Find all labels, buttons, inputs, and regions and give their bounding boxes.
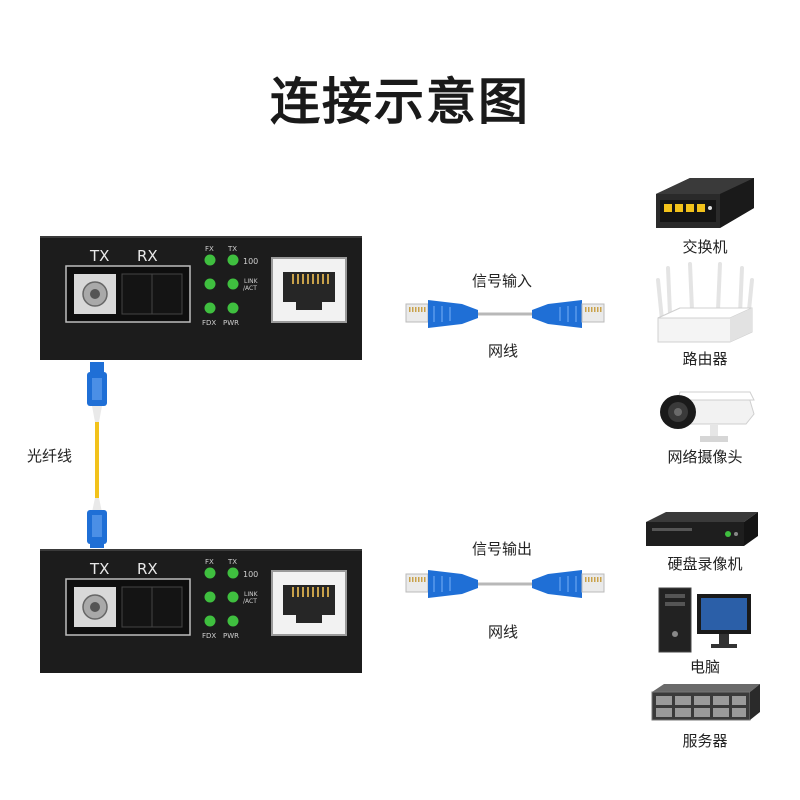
router-icon — [656, 262, 754, 343]
top-ethernet-cable — [405, 300, 605, 328]
led-tx-label: TX — [228, 245, 238, 253]
page-title: 连接示意图 — [270, 73, 530, 131]
rj45-boot-left — [428, 570, 478, 598]
led-act-label: /ACT — [243, 285, 257, 292]
top-signal-label: 信号输入 — [472, 272, 533, 290]
rj45-plug-left — [405, 573, 429, 593]
led-pwr — [227, 302, 239, 314]
led-fx — [204, 254, 216, 266]
rx-label: RX — [137, 560, 158, 578]
led-fx-label: FX — [205, 558, 214, 566]
bottom-signal-label: 信号输出 — [472, 540, 533, 558]
led-fx-2 — [204, 591, 216, 603]
device-label-computer: 电脑 — [689, 658, 720, 676]
fiber-label: 光纤线 — [27, 447, 73, 465]
led-act-label: /ACT — [243, 598, 257, 605]
led-tx — [227, 567, 239, 579]
led-link-label: LINK — [244, 278, 258, 285]
rj45-plug-left — [405, 303, 429, 323]
led-pwr-label: PWR — [223, 632, 240, 640]
rj45-boot-right — [532, 570, 582, 598]
device-label-nvr: 硬盘录像机 — [667, 555, 743, 573]
led-fdx — [204, 302, 216, 314]
device-label-ip-camera: 网络摄像头 — [667, 448, 743, 466]
led-100-label: 100 — [243, 257, 259, 266]
rj45-boot-left — [428, 300, 478, 328]
converter-face — [65, 254, 347, 323]
led-fx — [204, 567, 216, 579]
tx-label: TX — [90, 560, 110, 578]
server-icon — [651, 684, 760, 721]
media-converter-top: TX RX FX TX 100 LINK /ACT FDX PWR — [40, 236, 362, 360]
rj45-plug-right — [581, 303, 605, 323]
switch-icon — [656, 178, 754, 228]
led-tx — [227, 254, 239, 266]
led-fx-2 — [204, 278, 216, 290]
bottom-cable-label: 网线 — [488, 623, 519, 641]
led-link-label: LINK — [244, 591, 258, 598]
led-pwr — [227, 615, 239, 627]
bottom-ethernet-cable — [405, 570, 605, 598]
rx-label: RX — [137, 247, 158, 265]
led-link — [227, 278, 239, 290]
computer-icon — [658, 587, 751, 653]
led-link — [227, 591, 239, 603]
nvr-icon — [646, 512, 758, 546]
led-100-label: 100 — [243, 570, 259, 579]
device-label-switch: 交换机 — [682, 238, 728, 256]
led-fdx — [204, 615, 216, 627]
led-fdx-label: FDX — [202, 632, 217, 640]
led-tx-label: TX — [228, 558, 238, 566]
led-fx-label: FX — [205, 245, 214, 253]
top-cable-label: 网线 — [488, 342, 519, 360]
device-label-server: 服务器 — [682, 732, 728, 750]
rj45-boot-right — [532, 300, 582, 328]
media-converter-bottom: TX RX FX TX 100 LINK /ACT FDX PWR — [40, 549, 362, 673]
fiber-cable — [87, 362, 107, 548]
tx-label: TX — [90, 247, 110, 265]
led-pwr-label: PWR — [223, 319, 240, 327]
device-label-router: 路由器 — [682, 350, 728, 368]
converter-face — [65, 567, 347, 636]
ip-camera-icon — [660, 391, 755, 442]
sc-connector-top — [90, 362, 104, 374]
led-fdx-label: FDX — [202, 319, 217, 327]
rj45-plug-right — [581, 573, 605, 593]
